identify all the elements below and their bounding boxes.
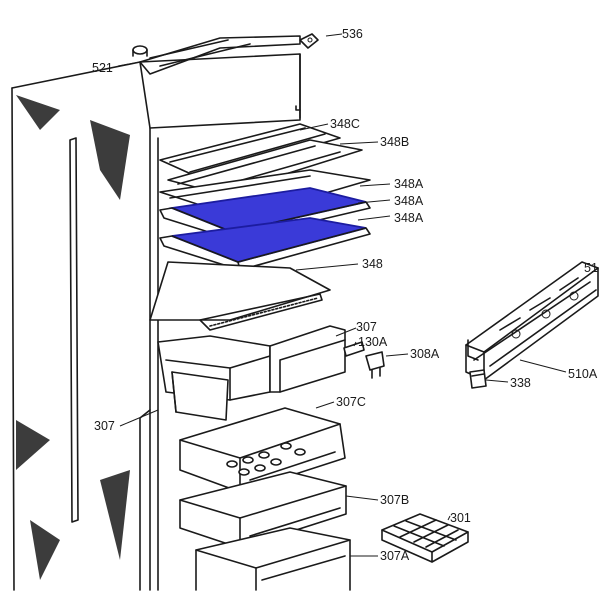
- label-348a-1: 348A: [394, 177, 424, 191]
- label-130a: 130A: [358, 335, 388, 349]
- drawer-307-left: [157, 335, 271, 421]
- control-housing-510a: [465, 261, 599, 381]
- label-307c: 307C: [336, 395, 366, 409]
- label-308a: 308A: [410, 347, 440, 361]
- label-348b: 348B: [380, 135, 409, 149]
- top-hinge-plate: [132, 33, 319, 75]
- label-536: 536: [342, 27, 363, 41]
- thermostat-knob-130a: [343, 341, 365, 357]
- label-51: 51: [584, 261, 598, 275]
- label-307b: 307B: [380, 493, 409, 507]
- label-307-right: 307: [356, 320, 377, 334]
- label-348a-2: 348A: [394, 194, 424, 208]
- shelf-348a-highlighted-lower: [159, 217, 371, 271]
- shelf-348: [149, 261, 331, 331]
- leader-lines: [117, 33, 567, 557]
- drawer-307a: [195, 527, 351, 591]
- label-307-left: 307: [94, 419, 115, 433]
- cabinet-body: [11, 53, 301, 591]
- label-348c: 348C: [330, 117, 360, 131]
- label-348a-3: 348A: [394, 211, 424, 225]
- label-348: 348: [362, 257, 383, 271]
- shelf-348c: [159, 123, 341, 179]
- drawer-307c: [179, 407, 346, 493]
- ice-tray-301: [381, 513, 469, 563]
- drawer-307-right: [269, 325, 346, 393]
- part-labels: 521 536 348C 348B 348A 348A 348A 348 307…: [92, 27, 598, 563]
- label-510a: 510A: [568, 367, 598, 381]
- lamp-338: [469, 369, 487, 389]
- label-307a: 307A: [380, 549, 410, 563]
- label-521: 521: [92, 61, 113, 75]
- label-338: 338: [510, 376, 531, 390]
- thermostat-308a: [365, 351, 385, 379]
- label-301: 301: [450, 511, 471, 525]
